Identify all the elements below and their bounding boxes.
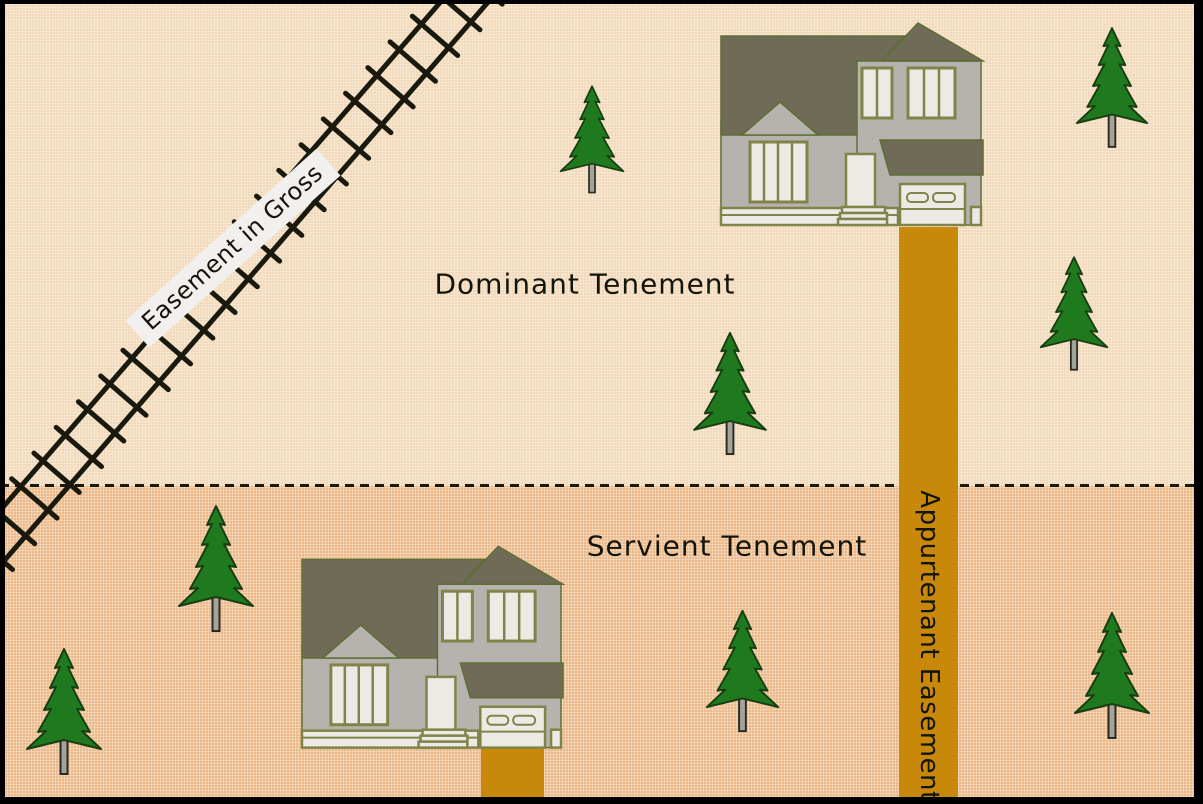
house-icon [299,545,565,750]
dominant-tenement-land [0,0,1203,486]
pine-tree-icon [1038,252,1110,374]
pine-tree-icon [690,330,770,456]
dominant-tenement-label: Dominant Tenement [434,267,736,301]
pine-tree-icon [558,80,626,198]
image-border [0,0,1203,4]
pine-tree-icon [24,646,104,776]
pine-tree-icon [1072,610,1152,740]
servient-tenement-label: Servient Tenement [586,529,868,563]
image-border [1194,0,1203,804]
servient-house-driveway [481,748,544,797]
property-boundary-dashed-line [0,484,1203,487]
image-border [0,797,1203,804]
appurtenant-easement-label: Appurtenant Easement [914,490,944,802]
image-border [0,0,5,804]
house-icon [718,22,985,227]
pine-tree-icon [176,503,256,633]
pine-tree-icon [1074,24,1150,150]
pine-tree-icon [704,607,781,734]
appurtenant-easement-road [899,227,958,797]
